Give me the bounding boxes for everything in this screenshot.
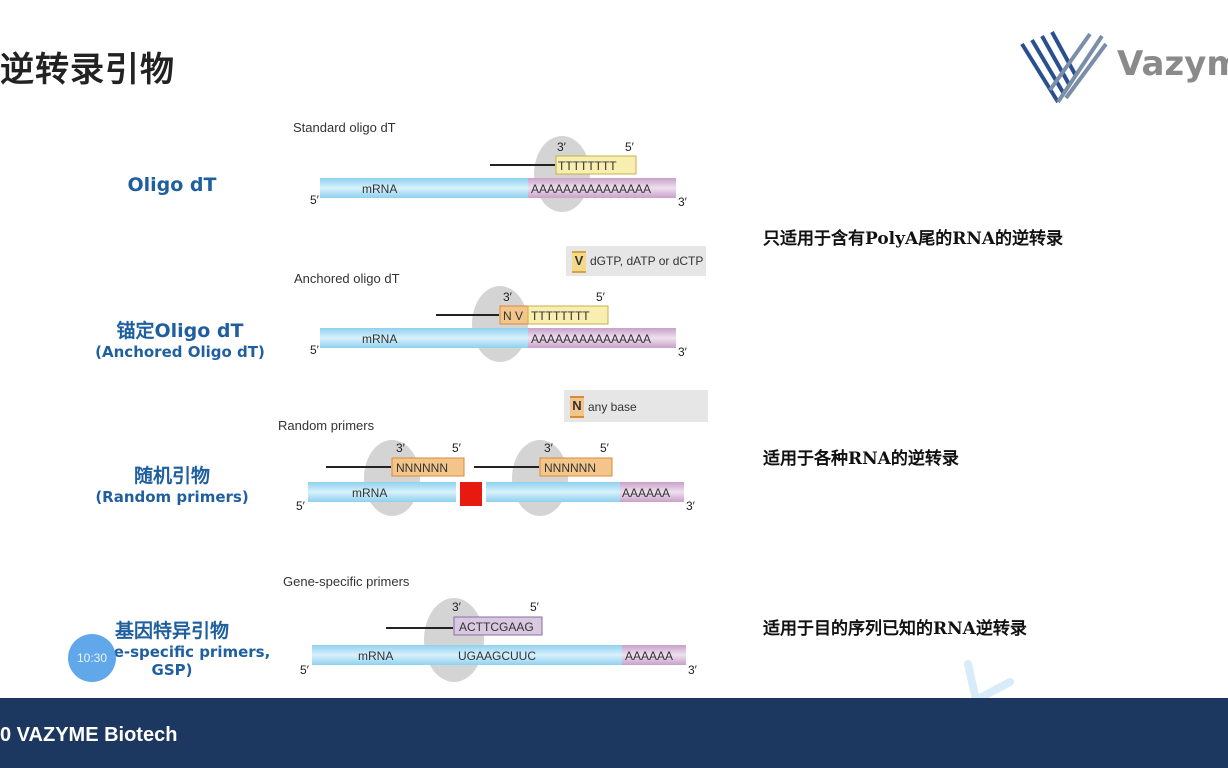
row-label-sub: e-specific primers, <box>113 643 271 661</box>
logo-text: Vazym <box>1117 44 1228 84</box>
oligo-dt-primer <box>527 305 609 325</box>
five-prime-label: 5′ <box>600 441 610 455</box>
three-prime-label: 3′ <box>678 195 688 209</box>
mrna-strand <box>312 645 624 665</box>
diagram-random-primers: 5′ mRNA AAAAAA 3′ NNNNNN NNNNNN 3′ 5′ 3′… <box>296 440 696 516</box>
note-oligo-dt: 只适用于含有PolyA尾的RNA的逆转录 <box>763 229 1064 249</box>
polya-label: AAAAAA <box>625 649 673 663</box>
slide-title: 逆转录引物 <box>0 50 175 90</box>
mrna-label: mRNA <box>362 182 397 196</box>
vazyme-logo-icon <box>1020 31 1108 104</box>
diagram-anchored-oligo-dt: 5′ mRNA AAAAAAAAAAAAAAA 3′ N V TTTTTTTT … <box>310 286 688 362</box>
oligo-t-label: TTTTTTTT <box>558 159 617 173</box>
three-prime-label: 3′ <box>544 441 554 455</box>
caption-random-primers: Random primers <box>278 418 375 433</box>
five-prime-label: 5′ <box>310 193 320 207</box>
legend-letter: V <box>572 251 586 273</box>
row-label-sub2: GSP) <box>151 661 193 679</box>
diagram-standard-oligo-dt: 5′ mRNA AAAAAAAAAAAAAAA 3′ TTTTTTTT 3′ 5… <box>310 136 688 212</box>
three-prime-label: 3′ <box>396 441 406 455</box>
five-prime-label: 5′ <box>530 600 540 614</box>
legend-letter: N <box>570 396 584 418</box>
row-label-gsp: 基因特异引物 e-specific primers, GSP) <box>52 616 292 679</box>
three-prime-label: 3′ <box>557 140 567 154</box>
timer-badge[interactable]: 10:30 <box>68 634 116 682</box>
random-primer <box>539 457 613 477</box>
polya-label: AAAAAAAAAAAAAAA <box>531 332 651 346</box>
three-prime-label: 3′ <box>686 499 696 513</box>
five-prime-label: 5′ <box>625 140 635 154</box>
caption-gene-specific: Gene-specific primers <box>283 574 410 589</box>
random-label: NNNNNN <box>396 461 448 475</box>
legend-text: any base <box>588 400 637 414</box>
three-prime-label: 3′ <box>452 600 462 614</box>
row-label-anchored: 锚定Oligo dT (Anchored Oligo dT) <box>60 316 300 361</box>
five-prime-label: 5′ <box>300 663 310 677</box>
diagram-gene-specific-primers: 5′ mRNA UGAAGCUUC AAAAAA 3′ ACTTCGAAG 3′… <box>300 598 698 682</box>
three-prime-label: 3′ <box>503 290 513 304</box>
oligo-t-label: TTTTTTTT <box>531 309 590 323</box>
row-label-oligo-dt: Oligo dT <box>52 174 292 196</box>
mrna-label: mRNA <box>358 649 393 663</box>
polya-tail <box>620 482 684 502</box>
random-label: NNNNNN <box>544 461 596 475</box>
note-gsp: 适用于目的序列已知的RNA逆转录 <box>763 619 1027 639</box>
mrna-strand <box>320 178 530 198</box>
polya-label: AAAAAAAAAAAAAAA <box>531 182 651 196</box>
mrna-label: mRNA <box>362 332 397 346</box>
three-prime-label: 3′ <box>688 663 698 677</box>
mrna-label: mRNA <box>352 486 387 500</box>
note-random: 适用于各种RNA的逆转录 <box>763 449 959 469</box>
legend-n: N any base <box>564 390 708 422</box>
five-prime-label: 5′ <box>310 343 320 357</box>
polya-tail <box>622 645 686 665</box>
vazyme-logo: Vazym <box>1020 30 1228 110</box>
row-label-main: 随机引物 <box>133 465 210 487</box>
primer-diagrams: 5′ mRNA AAAAAAAAAAAAAAA 3′ TTTTTTTT 3′ 5… <box>296 136 1014 700</box>
gsp-target-label: UGAAGCUUC <box>458 649 536 663</box>
three-prime-label: 3′ <box>678 345 688 359</box>
gsp-primer-label: ACTTCGAAG <box>459 620 534 634</box>
polya-tail <box>528 328 676 348</box>
rt-enzyme <box>364 440 420 516</box>
footer-bar: 0 VAZYME Biotech <box>0 698 1228 768</box>
rna-secondary-structure-block <box>460 482 482 506</box>
caption-anchored-oligo-dt: Anchored oligo dT <box>294 271 400 286</box>
polya-label: AAAAAA <box>622 486 670 500</box>
oligo-dt-primer <box>555 155 637 175</box>
mrna-strand <box>486 482 622 502</box>
watermark-icon <box>964 660 1014 700</box>
row-label-random: 随机引物 (Random primers) <box>52 461 292 506</box>
caption-standard-oligo-dt: Standard oligo dT <box>293 120 396 135</box>
legend-text: dGTP, dATP or dCTP <box>590 254 704 268</box>
row-label-sub: (Anchored Oligo dT) <box>95 343 265 361</box>
five-prime-label: 5′ <box>596 290 606 304</box>
five-prime-label: 5′ <box>296 499 306 513</box>
random-primer <box>391 457 465 477</box>
row-label-sub: (Random primers) <box>95 488 249 506</box>
anchor-label: N V <box>503 309 523 323</box>
legend-v: V dGTP, dATP or dCTP <box>566 246 706 276</box>
row-label-main: Oligo dT <box>127 174 217 196</box>
row-label-main: 锚定Oligo dT <box>116 320 244 342</box>
row-label-main: 基因特异引物 <box>114 620 229 642</box>
five-prime-label: 5′ <box>452 441 462 455</box>
mrna-strand <box>320 328 530 348</box>
footer-brand-text: 0 VAZYME Biotech <box>0 724 178 746</box>
gene-specific-primer <box>453 616 543 636</box>
rt-enzyme <box>512 440 568 516</box>
mrna-strand <box>308 482 456 502</box>
polya-tail <box>528 178 676 198</box>
